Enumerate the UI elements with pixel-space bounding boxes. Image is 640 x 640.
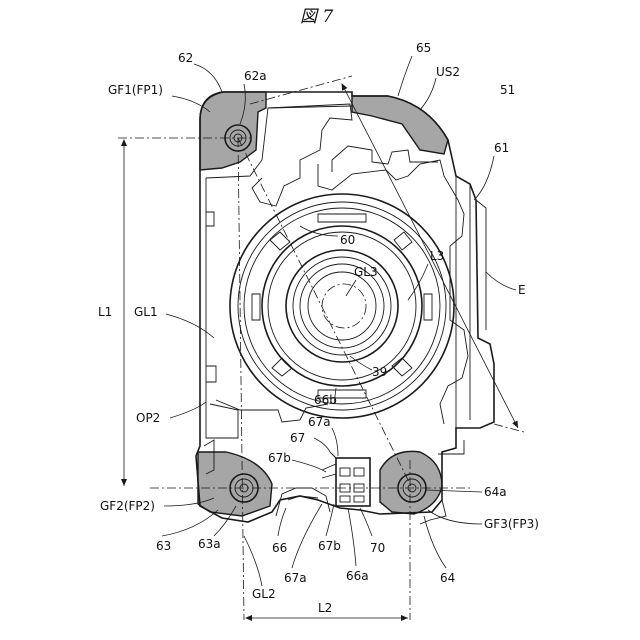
label-66a: 66a bbox=[346, 569, 369, 583]
gear-assembly bbox=[230, 194, 454, 418]
flange-us2 bbox=[352, 96, 448, 154]
label-63: 63 bbox=[156, 539, 171, 553]
right-side-wall bbox=[456, 176, 486, 430]
reference-line-l3-lower bbox=[494, 424, 524, 432]
label-gl3: GL3 bbox=[354, 265, 378, 279]
label-e: E bbox=[518, 283, 526, 297]
label-67a-bottom: 67a bbox=[284, 571, 307, 585]
label-62a: 62a bbox=[244, 69, 267, 83]
part-70 bbox=[336, 458, 370, 506]
flange-gf1 bbox=[200, 92, 266, 170]
flange-gf3 bbox=[380, 451, 442, 514]
label-l1: L1 bbox=[98, 305, 112, 319]
label-64: 64 bbox=[440, 571, 455, 585]
label-51: 51 bbox=[500, 83, 515, 97]
label-op2: OP2 bbox=[136, 411, 160, 425]
label-39: 39 bbox=[372, 365, 387, 379]
label-66: 66 bbox=[272, 541, 287, 555]
part-67 bbox=[322, 452, 336, 478]
label-62: 62 bbox=[178, 51, 193, 65]
label-l3: L3 bbox=[430, 249, 444, 263]
label-67b-bottom: 67b bbox=[318, 539, 341, 553]
label-67b-top: 67b bbox=[268, 451, 291, 465]
label-gf1-fp1: GF1(FP1) bbox=[108, 83, 163, 97]
left-clip bbox=[206, 212, 216, 382]
label-gf2-fp2: GF2(FP2) bbox=[100, 499, 155, 513]
label-67: 67 bbox=[290, 431, 305, 445]
flange-gf2 bbox=[198, 452, 272, 516]
label-60: 60 bbox=[340, 233, 355, 247]
label-61: 61 bbox=[494, 141, 509, 155]
figure-title: 図 7 bbox=[300, 7, 333, 27]
callout-labels: 62 62a 65 US2 51 GF1(FP1) 61 60 L3 GL3 E… bbox=[98, 41, 539, 615]
label-70: 70 bbox=[370, 541, 385, 555]
reference-line-diagonal bbox=[238, 138, 412, 488]
label-66b: 66b bbox=[314, 393, 337, 407]
label-63a: 63a bbox=[198, 537, 221, 551]
label-gf3-fp3: GF3(FP3) bbox=[484, 517, 539, 531]
label-65: 65 bbox=[416, 41, 431, 55]
reference-line-gl1 bbox=[238, 138, 244, 620]
label-64a: 64a bbox=[484, 485, 507, 499]
label-gl1: GL1 bbox=[134, 305, 158, 319]
label-l2: L2 bbox=[318, 601, 332, 615]
label-67a-top: 67a bbox=[308, 415, 331, 429]
label-us2: US2 bbox=[436, 65, 460, 79]
label-gl2: GL2 bbox=[252, 587, 276, 601]
